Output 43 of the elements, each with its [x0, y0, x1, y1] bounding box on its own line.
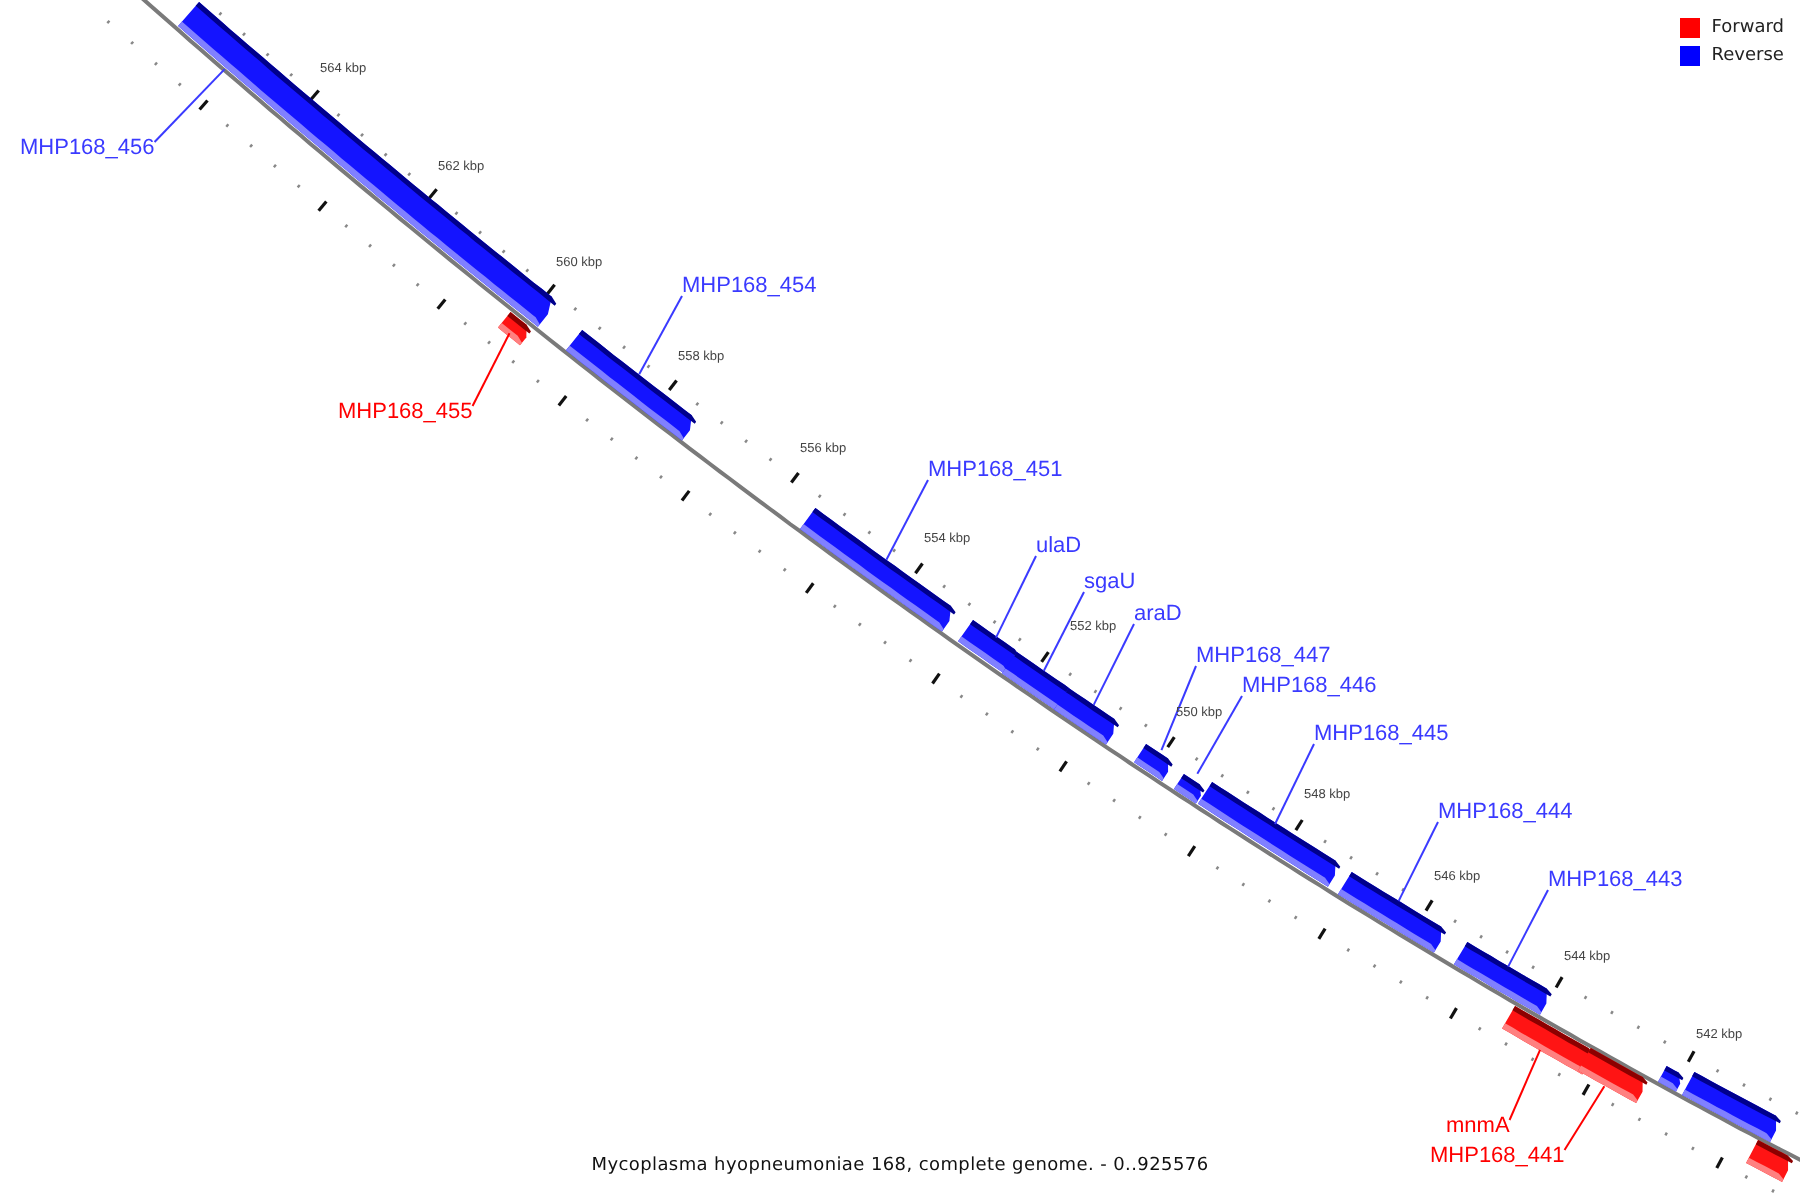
gene-label: MHP168_451 — [928, 458, 1063, 484]
caption: Mycoplasma hyopneumoniae 168, complete genome. - 0..925576 — [591, 1156, 1209, 1176]
gene-bar — [1682, 1072, 1778, 1143]
gene-bar — [177, 2, 552, 328]
gene-bar — [1053, 687, 1114, 744]
leader-line — [1508, 1048, 1542, 1121]
gene-label: ulaD — [1036, 534, 1082, 560]
leader-line — [1160, 665, 1197, 752]
leader-line — [1563, 1085, 1606, 1151]
gene-bar — [1501, 1005, 1589, 1074]
leader-line — [471, 332, 511, 407]
gene-bar — [1133, 744, 1168, 782]
legend-label: Reverse — [1711, 46, 1784, 66]
gene-label: MHP168_454 — [682, 274, 817, 300]
gene-label: MHP168_443 — [1548, 868, 1683, 894]
leader-line — [638, 295, 683, 376]
gene-label: araD — [1134, 602, 1182, 628]
gene-bar — [799, 507, 951, 631]
legend-label: Forward — [1711, 18, 1784, 38]
gene-label: MHP168_447 — [1196, 644, 1331, 670]
leader-line — [1507, 889, 1549, 968]
gene-bar — [1453, 941, 1546, 1015]
gene-label: MHP168_445 — [1314, 722, 1449, 748]
leader-line — [1397, 821, 1439, 903]
gene-label: mnmA — [1446, 1114, 1510, 1140]
gene-label: MHP168_455 — [338, 400, 473, 426]
gene-label: MHP168_446 — [1242, 674, 1377, 700]
leader-line — [1092, 623, 1135, 706]
leader-line — [995, 555, 1037, 639]
gene-bar — [1746, 1140, 1790, 1183]
leader-line — [153, 68, 226, 143]
leader-line — [1196, 695, 1243, 775]
leader-line — [1274, 743, 1315, 825]
gene-label: MHP168_456 — [20, 136, 155, 162]
gene-bar — [498, 311, 527, 345]
gene-bar — [1578, 1048, 1643, 1104]
gene-bar — [1658, 1066, 1682, 1093]
leader-line — [1042, 591, 1085, 672]
gene-label: MHP168_441 — [1430, 1144, 1565, 1170]
gene-bar — [1173, 773, 1200, 804]
gene-label: sgaU — [1084, 570, 1136, 596]
gene-label: MHP168_444 — [1438, 800, 1573, 826]
leader-line — [885, 479, 929, 561]
